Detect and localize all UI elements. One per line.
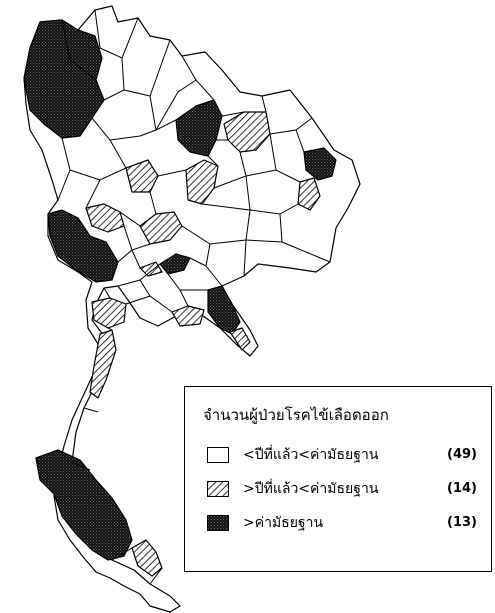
- legend-label-low: <ปีที่แล้ว<ค่ามัธยฐาน: [243, 447, 379, 463]
- legend-swatch-blank: [207, 447, 229, 463]
- province-mid-east-a: [171, 305, 205, 327]
- province-mid-south: [131, 539, 163, 577]
- legend-row-mid: >ปีที่แล้ว<ค่ามัธยฐาน (14): [207, 479, 477, 501]
- legend-label-high: >ค่ามัธยฐาน: [243, 515, 324, 531]
- province-high-south: [35, 449, 133, 561]
- province-mid-east-b: [229, 327, 251, 351]
- legend-count-low: (49): [447, 447, 477, 462]
- province-high-central: [159, 253, 191, 275]
- province-borders: [57, 9, 331, 585]
- legend-title: จำนวนผู้ป่วยโรคไข้เลือดออก: [203, 406, 389, 424]
- legend-label-mid: >ปีที่แล้ว<ค่ามัธยฐาน: [243, 481, 379, 497]
- province-mid-central-b: [139, 261, 163, 277]
- legend-row-low: <ปีที่แล้ว<ค่ามัธยฐาน (49): [207, 445, 477, 467]
- legend-count-mid: (14): [447, 481, 477, 496]
- province-mid-north: [125, 159, 159, 193]
- province-high-east: [207, 285, 241, 335]
- province-high-west: [47, 209, 119, 283]
- legend-count-high: (13): [447, 515, 477, 530]
- province-mid-southwest: [91, 297, 127, 329]
- legend-row-high: >ค่ามัธยฐาน (13): [207, 513, 477, 535]
- legend-swatch-hatch: [207, 481, 229, 497]
- province-high-northeast-2: [303, 147, 337, 181]
- legend-swatch-dark: [207, 515, 229, 531]
- legend-box: จำนวนผู้ป่วยโรคไข้เลือดออก <ปีที่แล้ว<ค่…: [184, 386, 492, 572]
- province-mid-northeast-a: [223, 111, 271, 153]
- province-mid-northeast-c: [297, 177, 321, 211]
- province-mid-peninsula: [89, 329, 117, 399]
